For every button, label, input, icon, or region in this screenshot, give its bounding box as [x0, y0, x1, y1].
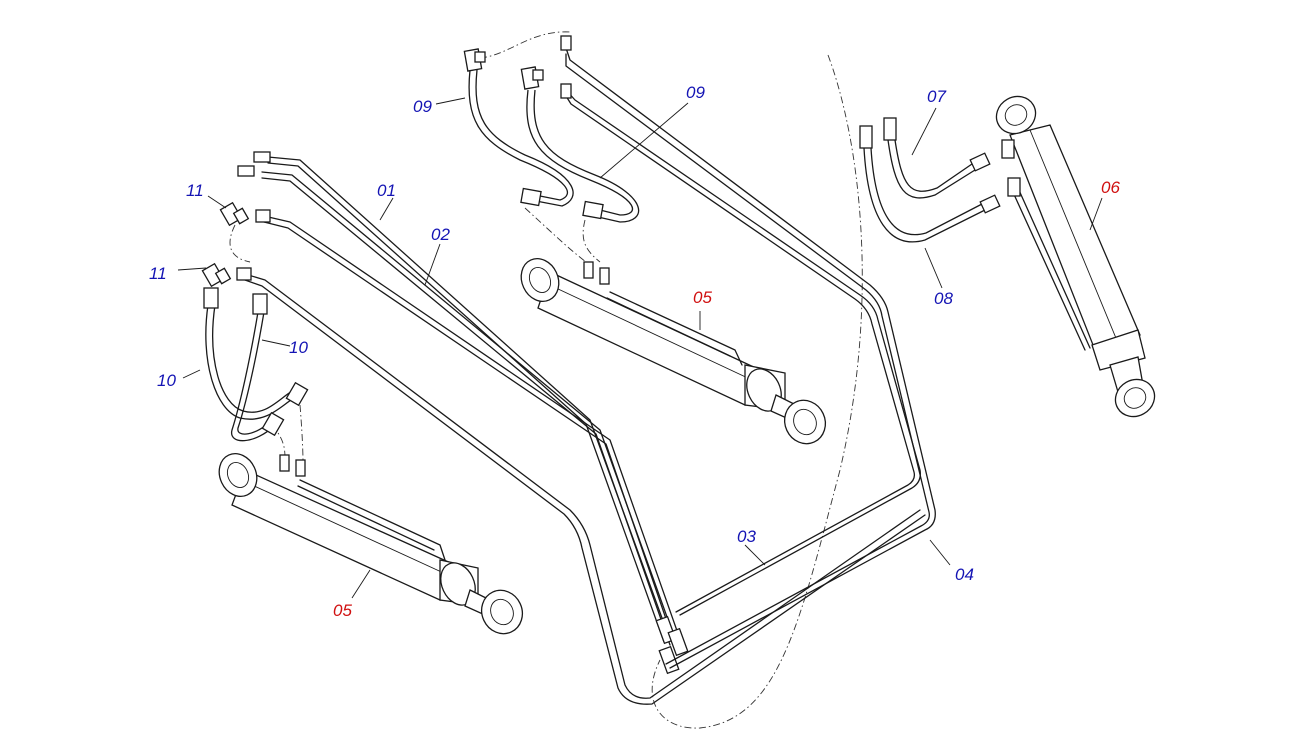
- pipe-04: [560, 35, 936, 669]
- leader-lines: [177, 97, 1103, 599]
- label-pipe-01: 01: [377, 181, 396, 200]
- label-hose-09-right: 09: [686, 83, 705, 102]
- dashdot-line-fitting-11: [229, 224, 251, 263]
- label-hose-09-left: 09: [413, 97, 432, 116]
- label-fitting-11-bottom: 11: [149, 264, 167, 283]
- fitting-11-bottom: [201, 262, 252, 288]
- hose-07: [883, 117, 991, 199]
- dashdot-line-hose-10: [271, 404, 304, 463]
- label-cylinder-06: 06: [1101, 178, 1120, 197]
- cylinder-05-center: [520, 258, 827, 445]
- fitting-11-top: [219, 201, 271, 227]
- label-cylinder-05-center: 05: [693, 288, 712, 307]
- dashdot-line-center: [651, 54, 863, 729]
- hose-09-left: [463, 48, 574, 207]
- label-pipe-04: 04: [955, 565, 974, 584]
- pipe-01-end-fitting: [253, 151, 271, 163]
- label-pipe-03: 03: [737, 527, 756, 546]
- pipe-couplings: [655, 615, 689, 675]
- hose-10-right: [231, 293, 309, 442]
- label-hose-10-left: 10: [157, 371, 176, 390]
- label-hose-08: 08: [934, 289, 953, 308]
- hose-10-left: [203, 287, 301, 420]
- dashdot-line-hose-09: [524, 207, 601, 266]
- pipe-01-end-fitting-2: [237, 165, 255, 177]
- hose-08: [859, 125, 1001, 243]
- pipe-03: [565, 89, 921, 616]
- label-cylinder-05-left: 05: [333, 601, 352, 620]
- label-pipe-02: 02: [431, 225, 450, 244]
- cylinder-06: [995, 95, 1156, 418]
- dashdot-line-top: [479, 31, 571, 59]
- hose-09-right: [520, 66, 640, 223]
- pipe-lower-left: [244, 273, 926, 705]
- cylinder-05-left: [218, 453, 524, 635]
- pipe-02: [263, 215, 683, 649]
- label-hose-07: 07: [927, 87, 946, 106]
- label-hose-10-right: 10: [289, 338, 308, 357]
- label-fitting-11-top: 11: [186, 181, 204, 200]
